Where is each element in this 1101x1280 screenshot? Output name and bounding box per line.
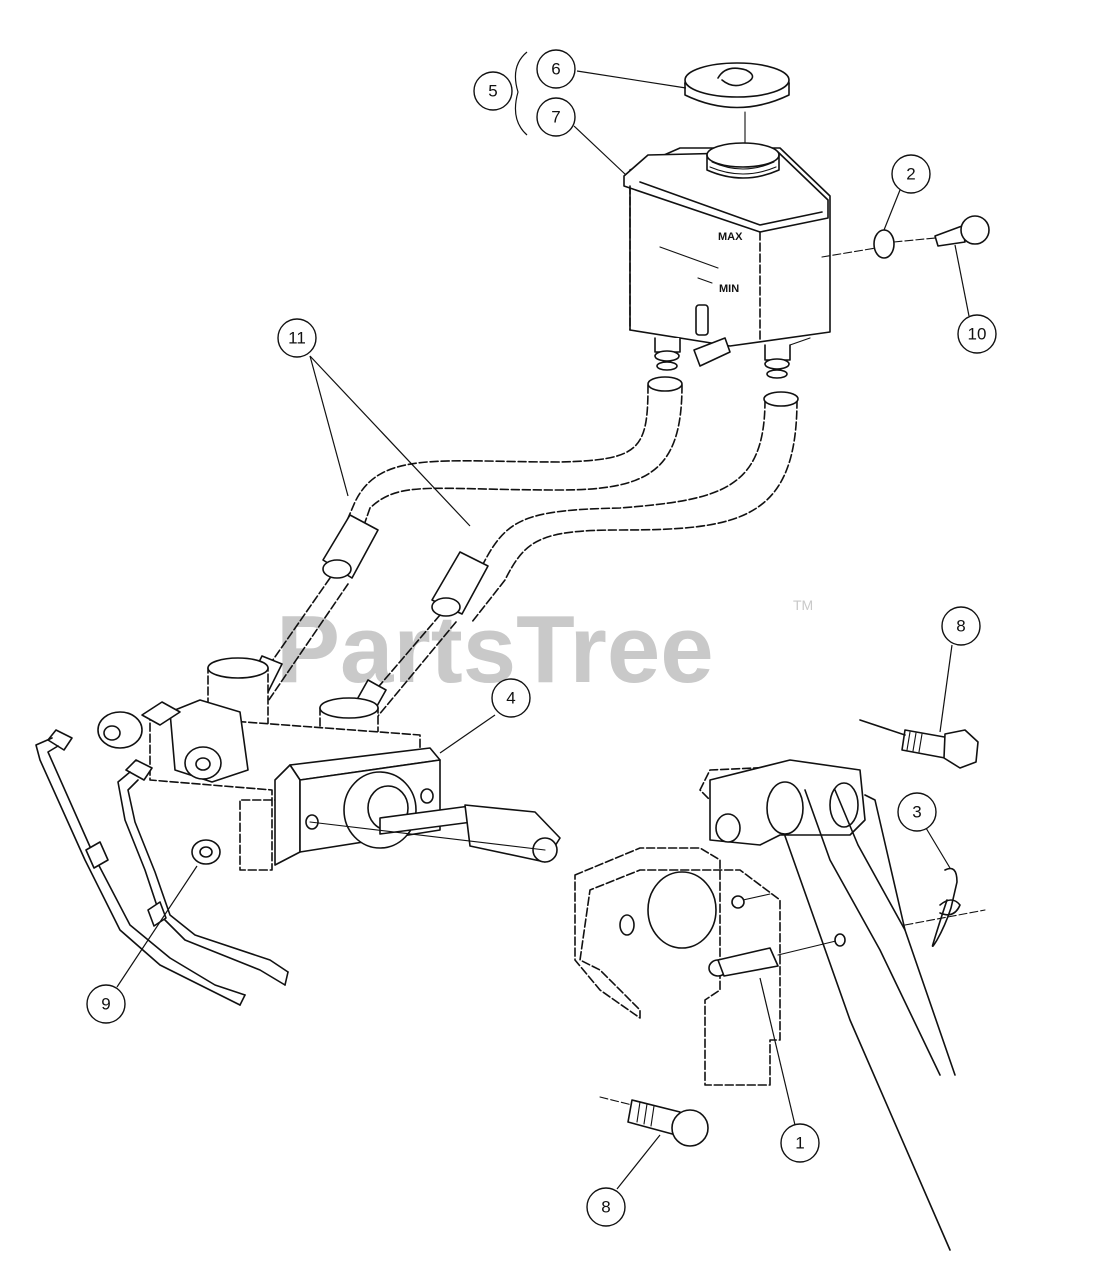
callout-11: 11 bbox=[277, 318, 317, 358]
svg-text:9: 9 bbox=[101, 995, 110, 1014]
max-level-mark: MAX bbox=[718, 231, 743, 243]
callout-5: 5 bbox=[473, 71, 513, 111]
reservoir-tank: MAX MIN bbox=[623, 142, 831, 379]
callout-9: 9 bbox=[86, 984, 126, 1024]
callout-4: 4 bbox=[491, 678, 531, 718]
brake-lines bbox=[35, 737, 289, 1006]
svg-text:8: 8 bbox=[601, 1198, 610, 1217]
callout-1: 1 bbox=[780, 1123, 820, 1163]
callout-7: 7 bbox=[536, 97, 576, 137]
svg-text:2: 2 bbox=[906, 165, 915, 184]
washer-and-screw bbox=[821, 215, 990, 259]
callout-3: 3 bbox=[897, 792, 937, 832]
reservoir-cap bbox=[684, 62, 790, 149]
bolt-lower bbox=[599, 1096, 709, 1147]
svg-text:4: 4 bbox=[506, 689, 515, 708]
svg-text:8: 8 bbox=[956, 617, 965, 636]
watermark-trademark: TM bbox=[793, 597, 813, 613]
watermark-text: PartsTree bbox=[276, 596, 714, 703]
callout-10: 10 bbox=[957, 314, 997, 354]
leader-lines bbox=[116, 51, 970, 1190]
svg-text:3: 3 bbox=[912, 803, 921, 822]
pedal-bracket bbox=[574, 759, 866, 1086]
callout-8-lower: 8 bbox=[586, 1187, 626, 1227]
bolt-upper bbox=[859, 719, 979, 769]
mounting-bracket bbox=[274, 747, 441, 866]
callout-6: 6 bbox=[536, 49, 576, 89]
push-rod bbox=[309, 804, 561, 863]
svg-text:6: 6 bbox=[551, 60, 560, 79]
callout-2: 2 bbox=[891, 154, 931, 194]
min-level-mark: MIN bbox=[719, 283, 739, 295]
hitch-pin bbox=[904, 867, 986, 948]
callout-8-upper: 8 bbox=[941, 606, 981, 646]
svg-text:7: 7 bbox=[551, 108, 560, 127]
svg-text:1: 1 bbox=[795, 1134, 804, 1153]
svg-text:11: 11 bbox=[288, 329, 306, 348]
svg-text:5: 5 bbox=[488, 82, 497, 101]
svg-text:10: 10 bbox=[968, 325, 987, 344]
brake-pedal-arm bbox=[784, 789, 956, 1251]
